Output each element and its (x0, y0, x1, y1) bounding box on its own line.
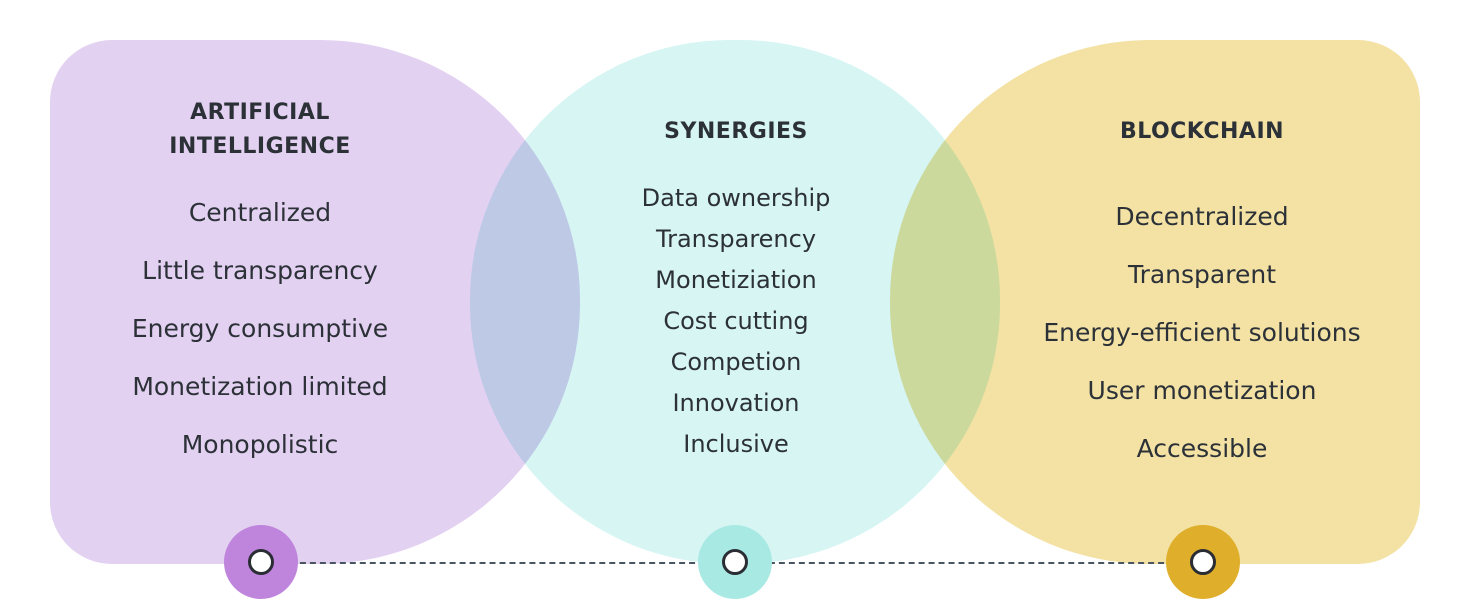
synergies-item: Inclusive (683, 430, 789, 458)
ai-item: Monetization limited (132, 372, 388, 401)
synergies-node-circle (698, 525, 772, 599)
ai-item: Energy consumptive (131, 314, 389, 343)
ai-item: Monopolistic (181, 430, 339, 459)
blockchain-column: BLOCKCHAIN Decentralized Transparent Ene… (1012, 115, 1392, 478)
synergies-item: Monetiziation (655, 266, 817, 294)
ai-column: ARTIFICIAL INTELLIGENCE Centralized Litt… (60, 96, 460, 474)
ai-item: Little transparency (142, 256, 378, 285)
blockchain-item: Energy-efficient solutions (1043, 318, 1361, 347)
ai-title: ARTIFICIAL INTELLIGENCE (60, 96, 460, 164)
synergies-item: Transparency (655, 225, 817, 253)
ai-item: Centralized (188, 198, 332, 227)
synergies-node-dot (722, 549, 748, 575)
synergies-item-list: Data ownership Transparency Monetiziatio… (586, 178, 886, 465)
synergies-item: Innovation (672, 389, 800, 417)
ai-item-list: Centralized Little transparency Energy c… (60, 184, 460, 474)
blockchain-region (890, 40, 1420, 564)
ai-node-dot (248, 549, 274, 575)
blockchain-item: Transparent (1127, 260, 1276, 289)
synergies-item: Cost cutting (663, 307, 809, 335)
blockchain-node-dot (1190, 549, 1216, 575)
blockchain-title: BLOCKCHAIN (1119, 119, 1285, 144)
synergies-item: Competion (670, 348, 802, 376)
synergies-title: SYNERGIES (664, 119, 808, 144)
blockchain-item: Accessible (1136, 434, 1268, 463)
ai-node-circle (224, 525, 298, 599)
blockchain-item: User monetization (1087, 376, 1317, 405)
synergies-column: SYNERGIES Data ownership Transparency Mo… (586, 115, 886, 465)
synergies-item: Data ownership (641, 184, 831, 212)
blockchain-item: Decentralized (1115, 202, 1289, 231)
ai-title-line1: ARTIFICIAL (190, 100, 330, 125)
ai-title-line2: INTELLIGENCE (169, 134, 351, 159)
blockchain-node-circle (1166, 525, 1240, 599)
blockchain-item-list: Decentralized Transparent Energy-efficie… (1012, 188, 1392, 478)
